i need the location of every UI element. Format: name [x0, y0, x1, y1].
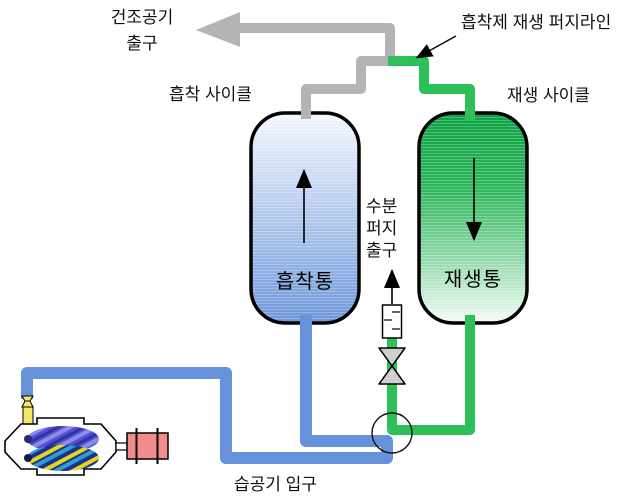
wet-air-pipe-blue	[21, 315, 393, 464]
motor-shaft	[115, 442, 128, 451]
regeneration-tank	[417, 111, 529, 325]
compressor-outlet-fitting-icon	[21, 400, 34, 408]
purge-pipe-green-top	[388, 56, 475, 121]
screw-rotor-bottom	[27, 445, 99, 471]
moisture-purge-line3: 출구	[366, 241, 398, 260]
motor	[126, 432, 169, 460]
purge-line-annotation-arrow	[415, 35, 457, 59]
dry-air-outlet-label: 건조공기 출구	[97, 5, 187, 57]
compressor-outlet-fitting-icon	[21, 395, 34, 402]
rotor-hub-icon	[24, 435, 32, 443]
adsorption-cycle-label: 흡착 사이클	[169, 85, 252, 104]
dry-air-outlet-line2: 출구	[126, 34, 158, 53]
regeneration-tank-label: 재생통	[443, 269, 503, 291]
moisture-purge-outlet-label: 수분 퍼지 출구	[366, 196, 397, 262]
compressor-outlet-port	[22, 406, 34, 425]
dry-air-arrow-icon	[196, 12, 240, 47]
screw-rotor-top	[27, 426, 99, 452]
purge-muffler-icon	[381, 304, 403, 339]
regeneration-cycle-label: 재생 사이클	[507, 86, 590, 105]
adsorption-tank-label: 흡착통	[275, 271, 335, 293]
moisture-purge-line1: 수분	[366, 197, 398, 216]
moisture-purge-line2: 퍼지	[366, 219, 398, 238]
purge-pipe-green-bottom	[387, 315, 475, 435]
rotor-hub-icon	[24, 454, 32, 462]
adsorbent-regen-purge-line-label: 흡착제 재생 퍼지라인	[461, 13, 612, 32]
wet-air-inlet-label: 습공기 입구	[234, 475, 317, 494]
dry-air-pipe-gray	[239, 23, 395, 119]
dry-air-outlet-line1: 건조공기	[110, 8, 174, 27]
screw-compressor	[4, 395, 169, 476]
pipe-junction-circle	[371, 412, 413, 454]
purge-valve-icon	[378, 347, 406, 385]
